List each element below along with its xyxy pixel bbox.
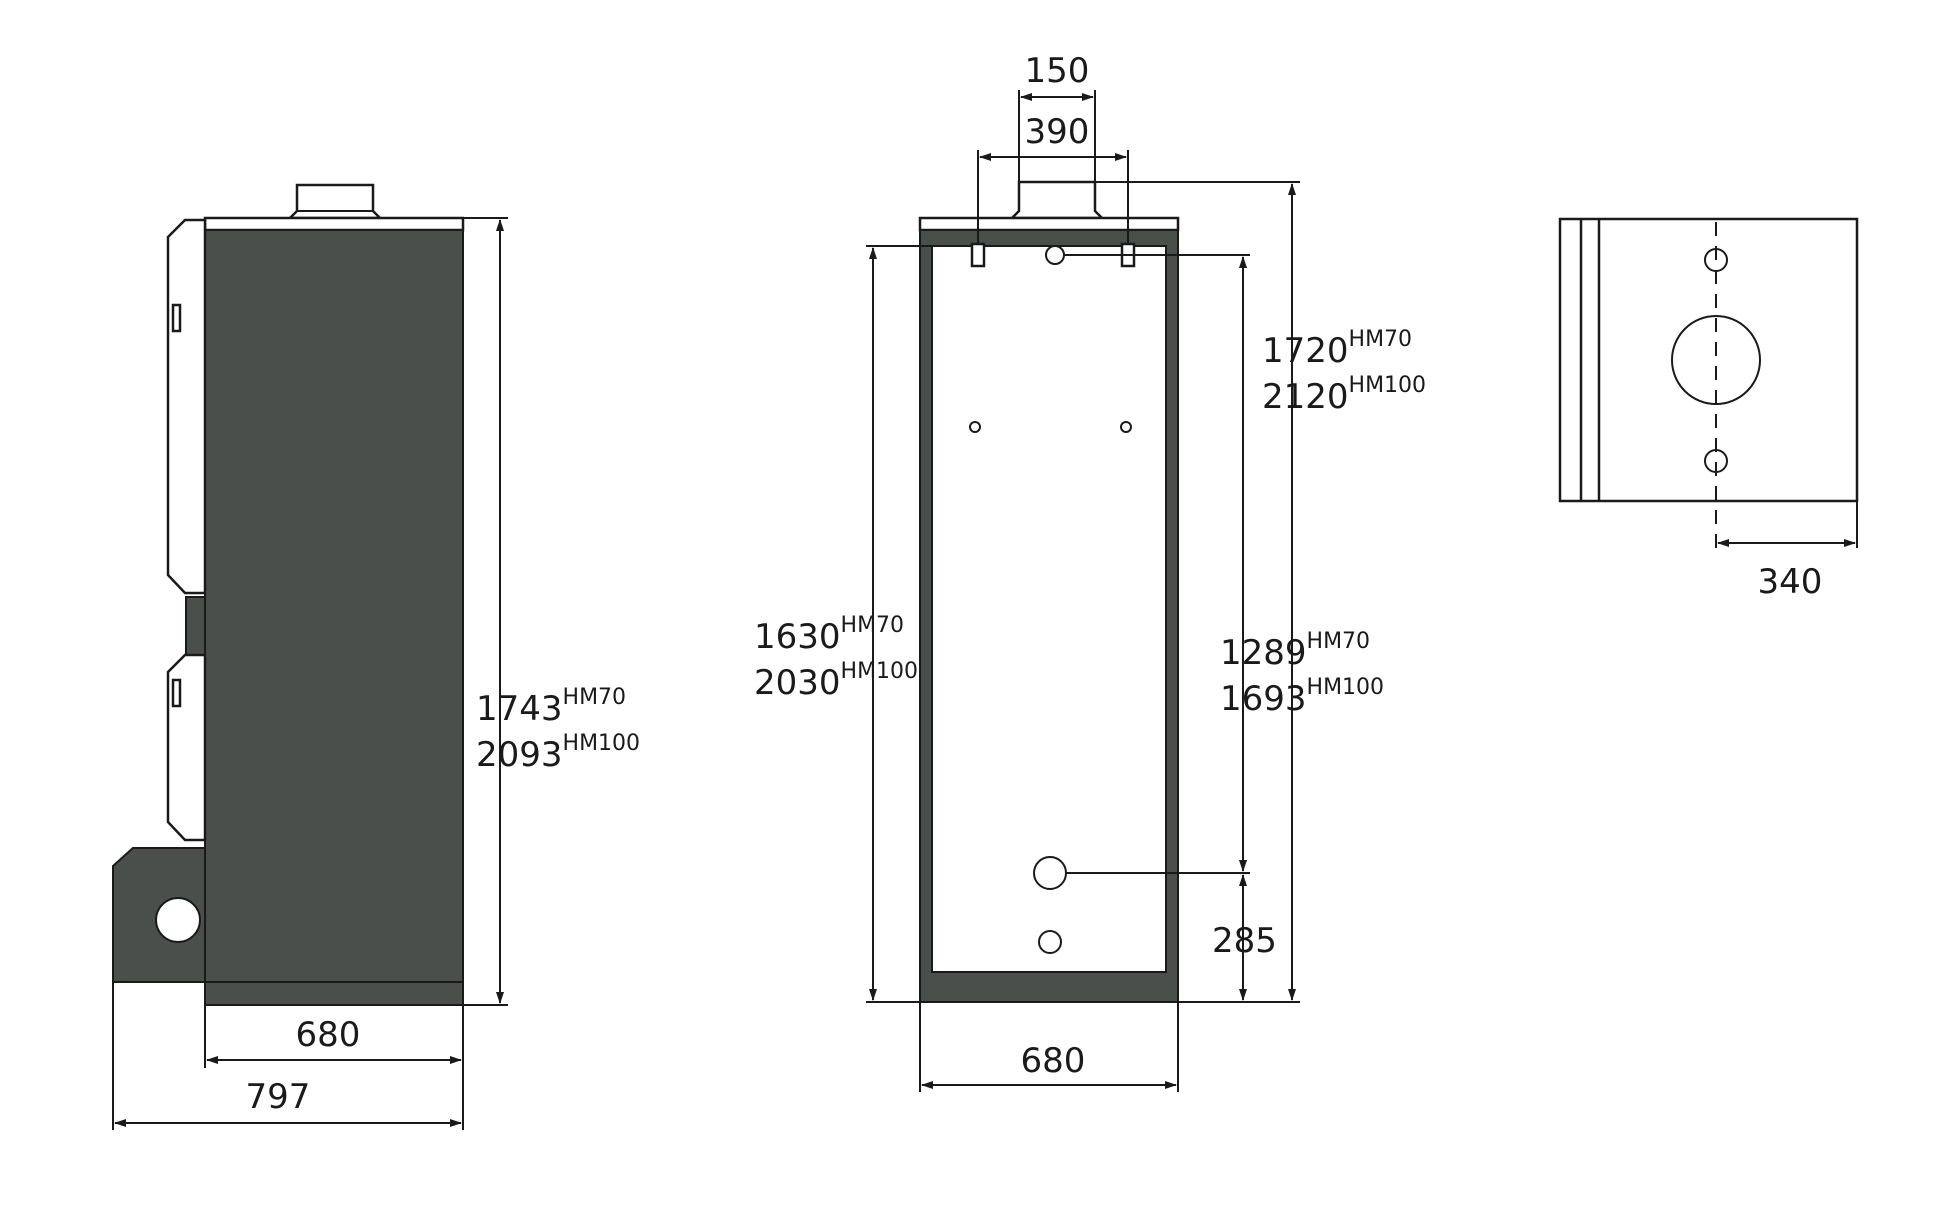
rear-outlet-height-label: 1289HM70 [1220, 629, 1370, 673]
rear-top-connection-left [970, 242, 986, 268]
side-depth-label: 680 [296, 1015, 361, 1055]
rear-return-pipe [1033, 856, 1067, 890]
side-upper-door [166, 218, 207, 595]
rear-outlet-pipe [1045, 245, 1065, 265]
side-view: 1743HM70 2093HM100 680 797 [112, 183, 640, 1130]
side-burner-port [155, 897, 201, 943]
side-plinth [204, 981, 464, 1006]
side-main-body [204, 229, 464, 1006]
rear-total-height-alt-label: 2120HM100 [1262, 373, 1426, 417]
side-height-alt-label: 2093HM100 [476, 731, 640, 775]
side-flue-collar [286, 183, 384, 220]
top-offset-label: 340 [1758, 562, 1823, 602]
rear-flue-collar [1008, 180, 1106, 220]
top-view: 340 [1558, 217, 1859, 602]
rear-frame-height-label: 1630HM70 [754, 613, 904, 657]
rear-conn-label: 390 [1025, 112, 1090, 152]
side-total-depth-label: 797 [246, 1077, 311, 1117]
side-middle-flap [185, 596, 206, 656]
rear-total-height-label: 1720HM70 [1262, 327, 1412, 371]
rear-mount-hole-left [969, 421, 981, 433]
rear-view: 150 390 1720HM70 2120HM100 1630HM70 2030… [754, 51, 1426, 1092]
rear-drain-pipe [1038, 930, 1062, 954]
side-upper-handle [171, 303, 182, 333]
rear-top-plate [918, 216, 1180, 232]
rear-outlet-height-alt-label: 1693HM100 [1220, 675, 1384, 719]
side-top-plate [203, 216, 465, 232]
rear-panel [931, 245, 1167, 973]
rear-width-label: 680 [1021, 1041, 1086, 1081]
rear-mount-hole-right [1120, 421, 1132, 433]
side-lower-handle [171, 678, 182, 708]
side-height-label: 1743HM70 [476, 685, 626, 729]
rear-flue-label: 150 [1025, 51, 1090, 91]
rear-frame-height-alt-label: 2030HM100 [754, 659, 918, 703]
rear-inlet-height-label: 285 [1212, 921, 1277, 961]
